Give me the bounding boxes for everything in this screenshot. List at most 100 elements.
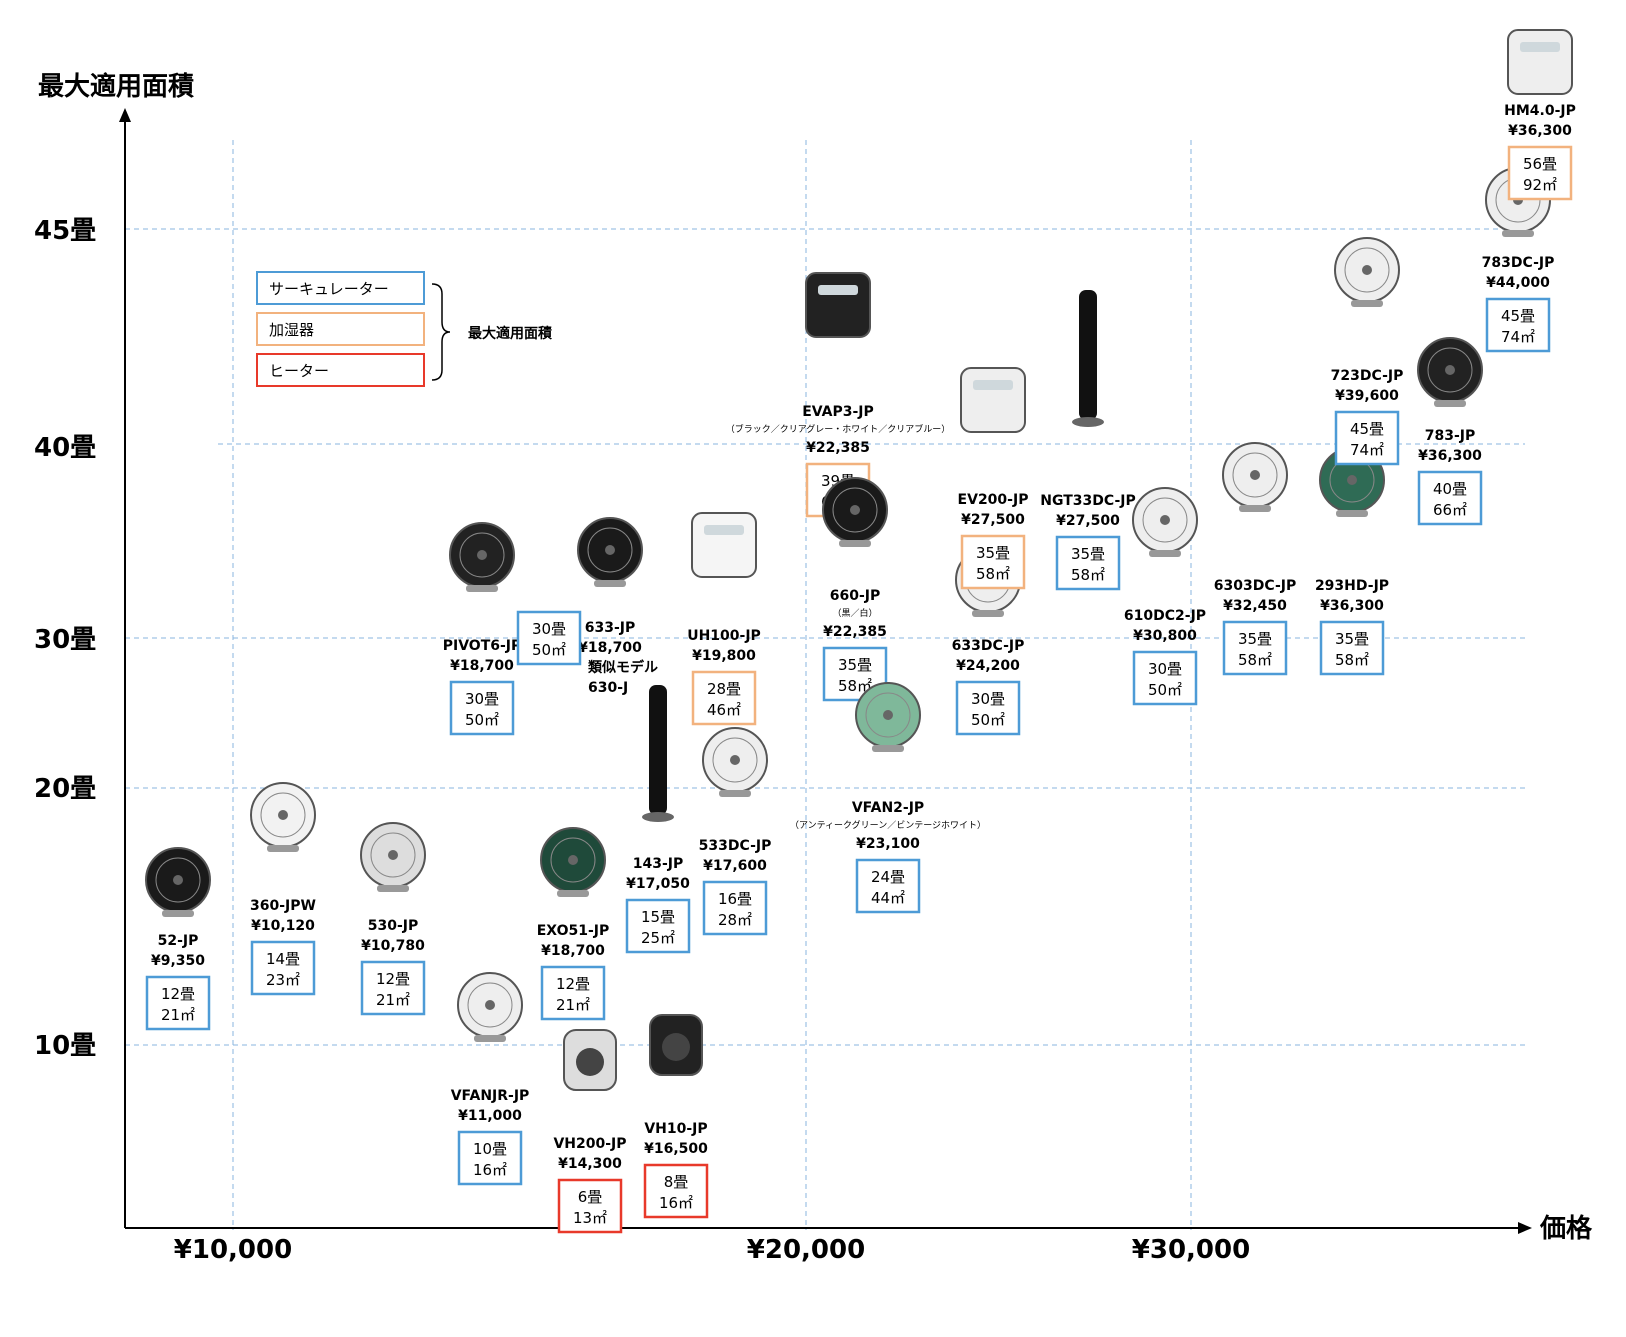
fan-hub — [605, 545, 615, 555]
legend-swatch-humidifier — [256, 312, 425, 346]
y-axis-arrow — [119, 108, 131, 122]
legend-label-humidifier: 加湿器 — [269, 321, 314, 339]
product-name: EV200-JP — [958, 492, 1029, 508]
heater-grille — [576, 1048, 604, 1076]
fan-hub — [568, 855, 578, 865]
fan-base — [719, 790, 751, 797]
product-name: 783-JP — [1425, 428, 1476, 444]
fan-base — [1336, 510, 1368, 517]
humidifier-tank — [818, 285, 858, 295]
area-jo-label: 35畳 — [976, 544, 1010, 562]
product-name: 143-JP — [633, 856, 684, 872]
legend-swatch-heater — [256, 353, 425, 387]
fan-hub — [883, 710, 893, 720]
product-name: UH100-JP — [687, 628, 761, 644]
product-price: ¥36,300 — [1508, 123, 1572, 139]
area-jo-label: 6畳 — [578, 1188, 603, 1206]
product-price: ¥19,800 — [692, 648, 756, 664]
y-axis-title: 最大適用面積 — [38, 71, 194, 102]
area-box — [457, 1130, 523, 1186]
y-tick-label: 45畳 — [34, 216, 96, 246]
humidifier-icon — [805, 272, 871, 338]
area-box — [1055, 535, 1121, 591]
fan-base — [1502, 230, 1534, 237]
area-jo-label: 16畳 — [718, 890, 752, 908]
product-price: ¥44,000 — [1486, 275, 1550, 291]
y-tick-label: 10畳 — [34, 1031, 96, 1061]
product-color-note: （黒／白） — [832, 607, 877, 619]
data-point: EVAP3-JP（ブラック／クリアグレー・ホワイト／クリアブルー）¥22,385… — [726, 272, 950, 518]
area-jo-label: 30畳 — [532, 620, 566, 638]
legend-bracket — [431, 283, 451, 381]
y-tick-label: 30畳 — [34, 625, 96, 655]
product-price: ¥24,200 — [956, 658, 1020, 674]
area-box — [1319, 620, 1385, 676]
fan-grille — [1427, 347, 1473, 393]
fan-hub — [850, 505, 860, 515]
area-box — [250, 940, 316, 996]
area-jo-label: 12畳 — [376, 970, 410, 988]
fan-base — [267, 845, 299, 852]
product-color-note: （アンティークグリーン／ビンテージホワイト） — [790, 819, 986, 831]
area-m2-label: 44㎡ — [871, 889, 905, 907]
axes — [119, 108, 1532, 1234]
fan-hub — [1445, 365, 1455, 375]
x-tick-label: ¥20,000 — [747, 1235, 865, 1265]
area-box — [1417, 470, 1483, 526]
product-name: 633-JP — [585, 620, 636, 636]
fan-grille — [467, 982, 513, 1028]
fan-grille — [459, 532, 505, 578]
fan-grille — [712, 737, 758, 783]
fan-hub — [1160, 515, 1170, 525]
fan-grille — [587, 527, 633, 573]
area-m2-label: 58㎡ — [838, 677, 872, 695]
area-m2-label: 74㎡ — [1350, 441, 1384, 459]
product-price: ¥39,600 — [1335, 388, 1399, 404]
data-point: VFAN2-JP（アンティークグリーン／ビンテージホワイト）¥23,10024畳… — [790, 682, 986, 914]
area-box — [691, 670, 757, 726]
area-jo-label: 56畳 — [1523, 155, 1557, 173]
fan-hub — [388, 850, 398, 860]
area-m2-label: 46㎡ — [707, 701, 741, 719]
product-name: PIVOT6-JP — [443, 638, 522, 654]
fan-hub — [1250, 470, 1260, 480]
humidifier-icon — [1507, 29, 1573, 95]
legend: サーキュレーター 加湿器 ヒーター 最大適用面積 — [256, 271, 553, 387]
fan-grille — [550, 837, 596, 883]
product-price: ¥17,600 — [703, 858, 767, 874]
legend-label-heater: ヒーター — [269, 362, 329, 380]
humidifier-tank — [973, 380, 1013, 390]
area-jo-label: 45畳 — [1350, 420, 1384, 438]
area-m2-label: 16㎡ — [473, 1161, 507, 1179]
product-name: 610DC2-JP — [1124, 608, 1206, 624]
x-tick-label: ¥30,000 — [1132, 1235, 1250, 1265]
product-name: 533DC-JP — [699, 838, 772, 854]
area-m2-label: 25㎡ — [641, 929, 675, 947]
legend-title: 最大適用面積 — [468, 325, 553, 342]
fan-hub — [730, 755, 740, 765]
area-jo-label: 40畳 — [1433, 480, 1467, 498]
fan-grille — [865, 692, 911, 738]
area-m2-label: 58㎡ — [1071, 566, 1105, 584]
fan-base — [594, 580, 626, 587]
product-name: EVAP3-JP — [802, 404, 874, 420]
product-price: ¥16,500 — [644, 1141, 708, 1157]
product-price: ¥30,800 — [1133, 628, 1197, 644]
area-box — [702, 880, 768, 936]
product-price: ¥11,000 — [458, 1108, 522, 1124]
humidifier-icon — [960, 367, 1026, 433]
legend-label-circulator: サーキュレーター — [269, 280, 389, 298]
area-jo-label: 10畳 — [473, 1140, 507, 1158]
fan-base — [466, 585, 498, 592]
area-box — [145, 975, 211, 1031]
